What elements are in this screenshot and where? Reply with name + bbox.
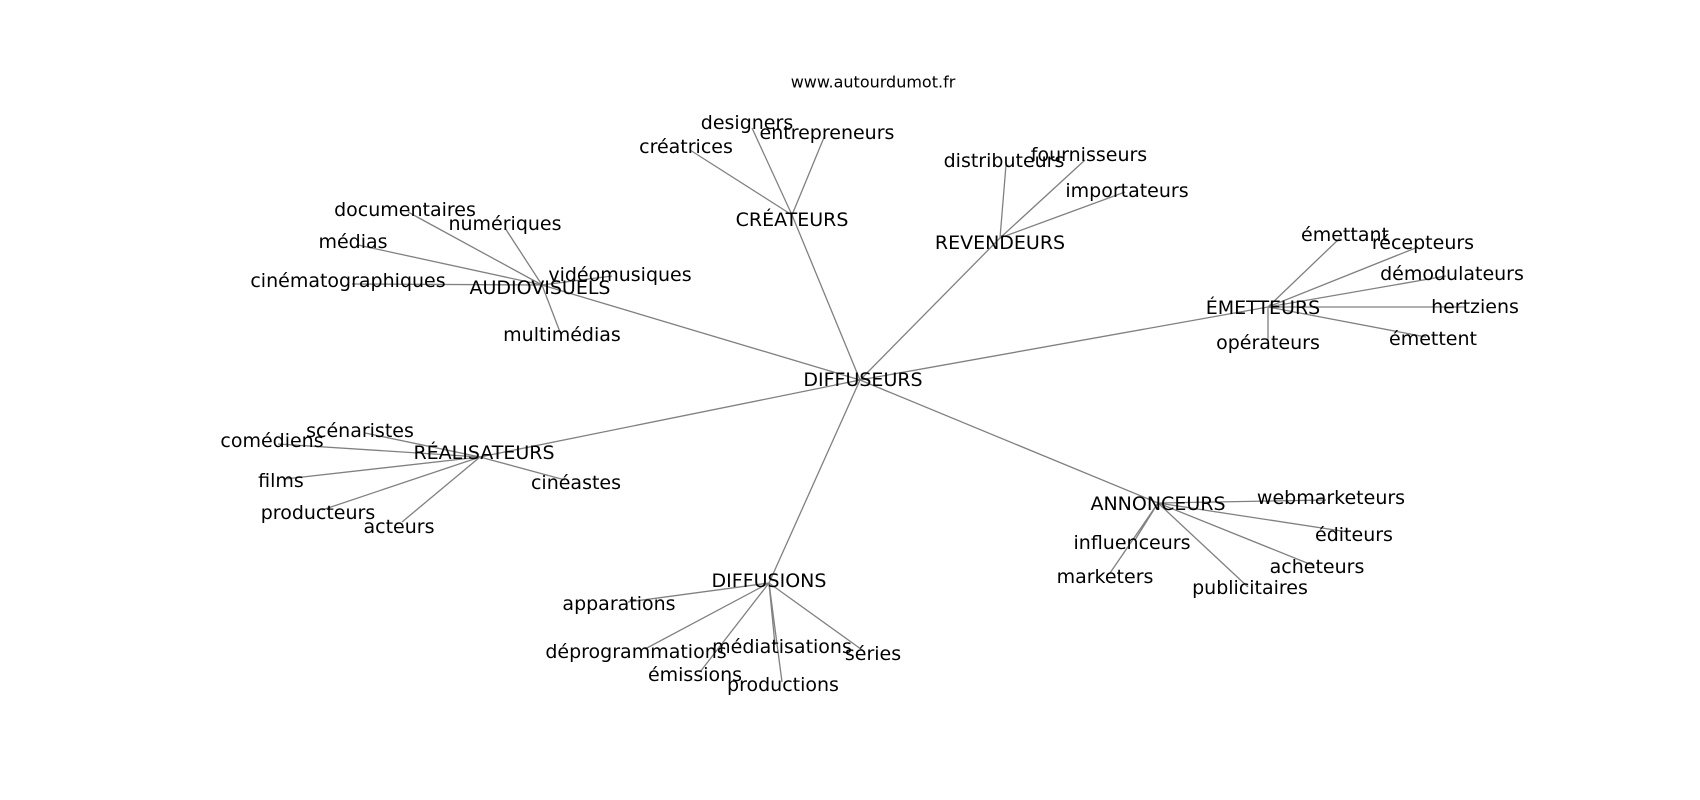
website-watermark: www.autourdumot.fr	[791, 73, 956, 92]
node-comediens: comédiens	[220, 430, 323, 452]
node-acteurs: acteurs	[364, 516, 435, 538]
node-cineastes: cinéastes	[531, 472, 621, 494]
node-fournisseurs: fournisseurs	[1031, 144, 1147, 166]
graph-labels: www.autourdumot.fr DIFFUSEURS CRÉATEURS de…	[220, 73, 1524, 697]
node-marketers: marketers	[1057, 566, 1154, 588]
node-realisateurs: RÉALISATEURS	[413, 441, 554, 464]
edge-diffuseurs-realisateurs	[479, 379, 861, 458]
edge-audiovisuels-cinematographiques	[351, 283, 543, 286]
node-audiovisuels: AUDIOVISUELS	[470, 277, 611, 299]
node-series: séries	[845, 643, 901, 665]
node-distributeurs: distributeurs	[944, 150, 1065, 172]
node-mediatisations: médiatisations	[712, 636, 852, 658]
node-apparations: apparations	[562, 593, 675, 615]
node-diffusions: DIFFUSIONS	[712, 570, 827, 592]
edge-revendeurs-distributeurs	[999, 164, 1007, 239]
node-publicitaires: publicitaires	[1192, 577, 1308, 599]
edge-annonceurs-editeurs	[1157, 502, 1349, 533]
node-videomusiques: vidéomusiques	[548, 264, 691, 286]
node-hertziens: hertziens	[1431, 296, 1519, 318]
node-entrepreneurs: entrepreneurs	[760, 122, 895, 144]
edge-diffuseurs-emetteurs	[859, 306, 1269, 381]
edge-diffusions-emissions	[699, 582, 770, 673]
edge-annonceurs-webmarketeurs	[1157, 499, 1327, 504]
edge-diffuseurs-createurs	[791, 214, 861, 381]
edge-emetteurs-recepteurs	[1267, 246, 1419, 308]
edge-diffuseurs-diffusions	[768, 379, 861, 584]
graph-edges	[277, 127, 1465, 683]
node-operateurs: opérateurs	[1216, 332, 1320, 354]
edge-audiovisuels-numeriques	[504, 227, 543, 286]
edge-audiovisuels-medias	[357, 244, 543, 286]
node-medias: médias	[318, 231, 387, 253]
node-multimedias: multimédias	[503, 324, 621, 346]
edge-audiovisuels-multimedias	[541, 284, 561, 333]
node-acheteurs: acheteurs	[1270, 556, 1365, 578]
node-diffuseurs: DIFFUSEURS	[803, 369, 922, 391]
edge-realisateurs-cineastes	[479, 456, 566, 481]
node-emettant: émettant	[1301, 224, 1389, 246]
edge-annonceurs-publicitaires	[1157, 502, 1249, 588]
node-annonceurs: ANNONCEURS	[1090, 493, 1225, 515]
edge-diffuseurs-revendeurs	[859, 237, 1001, 381]
node-numeriques: numériques	[448, 213, 561, 235]
edge-diffuseurs-annonceurs	[859, 379, 1159, 504]
node-revendeurs: REVENDEURS	[935, 232, 1065, 254]
node-influenceurs: influenceurs	[1074, 532, 1191, 554]
node-producteurs: producteurs	[261, 502, 376, 524]
node-designers: designers	[701, 112, 793, 134]
node-creatrices: créatrices	[639, 136, 733, 158]
node-scenaristes: scénaristes	[306, 420, 414, 442]
node-emetteurs: ÉMETTEURS	[1206, 296, 1320, 319]
edge-diffusions-productions	[768, 582, 783, 683]
edge-realisateurs-comediens	[277, 443, 481, 458]
edge-realisateurs-acteurs	[401, 456, 481, 523]
edge-annonceurs-acheteurs	[1157, 502, 1313, 566]
edge-emetteurs-emettant	[1267, 237, 1341, 308]
edge-diffusions-apparations	[627, 582, 770, 603]
edge-realisateurs-producteurs	[321, 456, 481, 511]
node-emettent: émettent	[1389, 328, 1477, 350]
edge-createurs-creatrices	[689, 149, 793, 216]
edge-createurs-entrepreneurs	[791, 134, 826, 216]
edge-diffusions-series	[768, 582, 866, 653]
edge-createurs-designers	[751, 127, 793, 216]
edge-annonceurs-marketers	[1109, 502, 1159, 574]
node-cinematographiques: cinématographiques	[250, 270, 445, 292]
node-deprogrammations: déprogrammations	[545, 641, 726, 663]
node-createurs: CRÉATEURS	[736, 208, 849, 231]
node-importateurs: importateurs	[1065, 180, 1188, 202]
edge-realisateurs-films	[284, 456, 481, 480]
edge-audiovisuels-documentaires	[407, 211, 543, 286]
node-emissions: émissions	[648, 664, 742, 686]
edge-diffusions-deprogrammations	[644, 582, 770, 650]
edge-diffuseurs-audiovisuels	[541, 284, 861, 381]
edge-revendeurs-importateurs	[999, 191, 1126, 239]
node-demodulateurs: démodulateurs	[1380, 263, 1524, 285]
node-webmarketeurs: webmarketeurs	[1257, 487, 1405, 509]
node-documentaires: documentaires	[334, 199, 476, 221]
edge-audiovisuels-videomusiques	[541, 275, 613, 286]
edge-revendeurs-fournisseurs	[999, 159, 1086, 239]
node-editeurs: éditeurs	[1315, 524, 1393, 546]
edge-emetteurs-emettent	[1267, 306, 1427, 338]
edge-emetteurs-demodulateurs	[1267, 275, 1447, 308]
node-recepteurs: récepteurs	[1372, 232, 1474, 254]
edge-realisateurs-scenaristes	[364, 432, 481, 458]
node-films: films	[258, 470, 304, 492]
node-productions: productions	[727, 674, 839, 696]
